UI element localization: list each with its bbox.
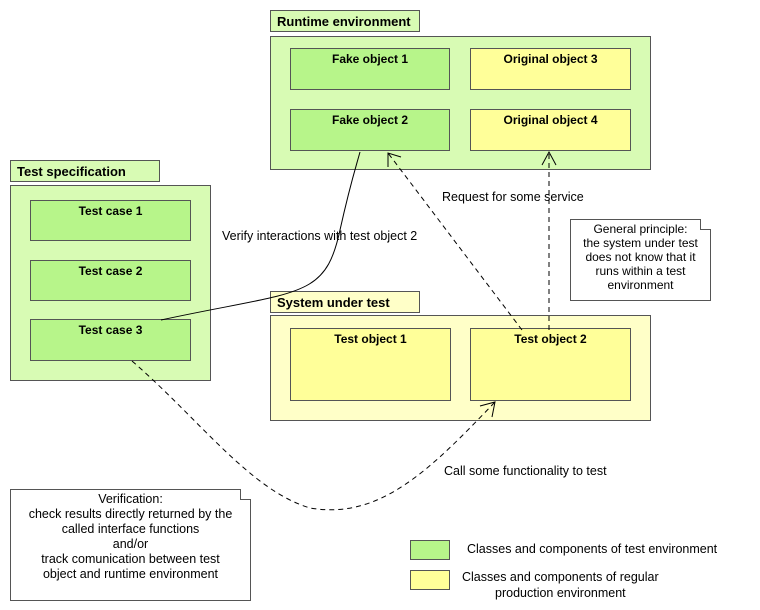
verify-interactions-label: Verify interactions with test object 2 <box>222 229 418 243</box>
note-verification-line: track comunication between test <box>41 552 220 566</box>
request-service-label: Request for some service <box>442 190 584 204</box>
system-package-title: System under test <box>270 291 420 313</box>
call-functionality-label: Call some functionality to test <box>444 464 607 478</box>
note-principle-line: environment <box>607 278 674 292</box>
note-verification-line: and/or <box>112 537 149 551</box>
legend-label-production-env: Classes and components of regular produc… <box>462 569 659 601</box>
class-test-object-2[interactable]: Test object 2 <box>470 328 631 401</box>
class-original-object-4[interactable]: Original object 4 <box>470 109 631 151</box>
class-test-case-3[interactable]: Test case 3 <box>30 319 191 361</box>
note-fold-icon <box>240 489 251 500</box>
legend-label-test-env: Classes and components of test environme… <box>467 542 718 556</box>
class-test-case-1[interactable]: Test case 1 <box>30 200 191 241</box>
test-spec-package-title: Test specification <box>10 160 160 182</box>
class-original-object-3[interactable]: Original object 3 <box>470 48 631 90</box>
note-principle-line: General principle: <box>593 222 688 236</box>
note-verification[interactable]: Verification: check results directly ret… <box>10 489 251 601</box>
note-fold-icon <box>700 219 711 230</box>
class-fake-object-2[interactable]: Fake object 2 <box>290 109 450 151</box>
legend-production-line: Classes and components of regular <box>462 570 659 584</box>
note-general-principle[interactable]: General principle: the system under test… <box>570 219 711 301</box>
note-principle-line: runs within a test <box>595 264 686 278</box>
note-principle-line: does not know that it <box>585 250 696 264</box>
legend-swatch-test-env <box>410 540 450 560</box>
class-test-object-1[interactable]: Test object 1 <box>290 328 451 401</box>
runtime-package-title: Runtime environment <box>270 10 420 32</box>
class-test-case-2[interactable]: Test case 2 <box>30 260 191 301</box>
class-fake-object-1[interactable]: Fake object 1 <box>290 48 450 90</box>
note-verification-line: object and runtime environment <box>42 567 219 581</box>
note-verification-line: called interface functions <box>61 522 200 536</box>
note-verification-line: Verification: <box>98 492 163 506</box>
legend-swatch-production-env <box>410 570 450 590</box>
legend-production-line: production environment <box>495 586 626 600</box>
note-verification-line: check results directly returned by the <box>28 507 233 521</box>
note-principle-line: the system under test <box>583 236 698 250</box>
